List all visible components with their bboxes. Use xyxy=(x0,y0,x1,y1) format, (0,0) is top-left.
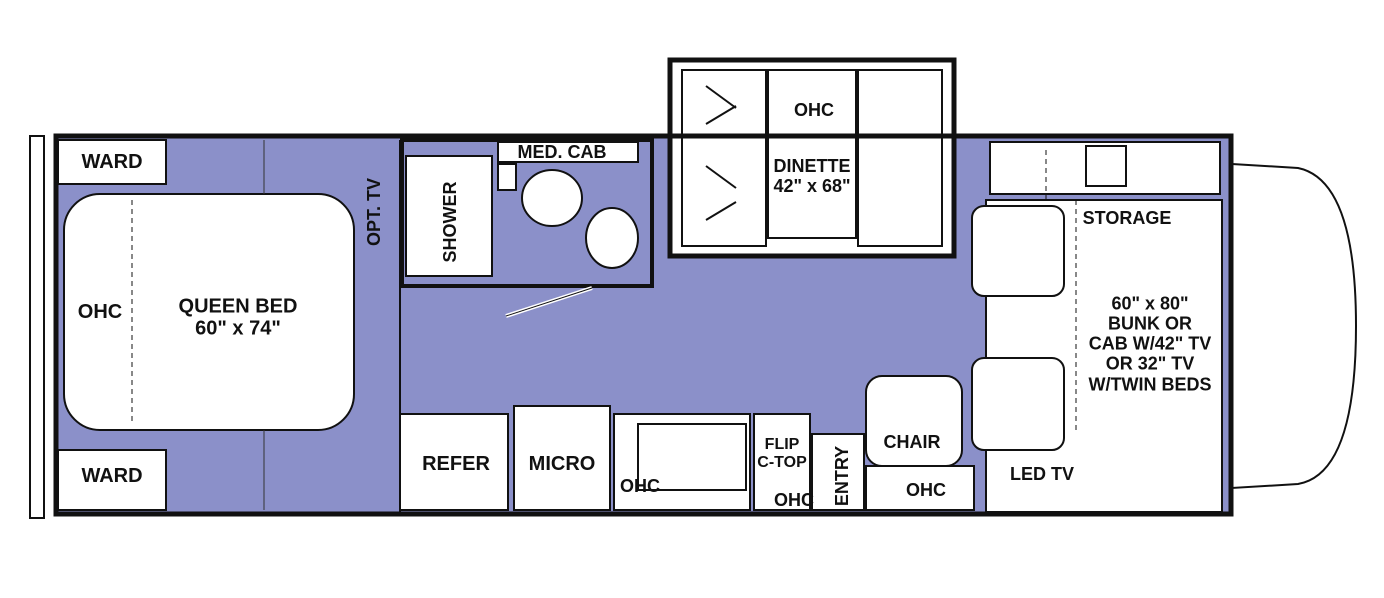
wardrobe-bottom-label: WARD xyxy=(81,464,143,487)
opt-tv-label: OPT. TV xyxy=(363,177,384,247)
swivel-chair xyxy=(865,375,963,467)
galley-ohc-label: OHC xyxy=(620,475,660,496)
range-microwave xyxy=(513,405,611,511)
toilet xyxy=(521,169,583,227)
flip-top-label: FLIP C-TOP xyxy=(757,436,807,471)
refrigerator xyxy=(399,413,509,511)
micro-label: MICRO xyxy=(528,452,596,475)
refer-label: REFER xyxy=(422,452,490,475)
flip-ohc-label: OHC xyxy=(774,489,814,510)
captain-seat-bottom xyxy=(971,357,1065,451)
shower-label: SHOWER xyxy=(439,181,460,263)
led-tv-label: LED TV xyxy=(1009,463,1075,484)
storage-label: STORAGE xyxy=(1082,207,1172,228)
dinette-table xyxy=(767,69,857,239)
wardrobe-top-label: WARD xyxy=(81,150,143,173)
bath-sink xyxy=(585,207,639,269)
captain-seat-top xyxy=(971,205,1065,297)
shower-stall xyxy=(405,155,493,277)
cooktop xyxy=(1085,145,1127,187)
bunk-label: 60" x 80" BUNK OR CAB W/42" TV OR 32" TV… xyxy=(1088,293,1212,395)
chair-ohc-label: OHC xyxy=(906,479,946,500)
queen-bed xyxy=(63,193,355,431)
med-cab-shelf xyxy=(497,141,639,163)
rear-wardrobes xyxy=(57,139,167,511)
exterior-wall xyxy=(53,133,1234,517)
entry-steps xyxy=(811,433,865,511)
entry-label: ENTRY xyxy=(831,445,852,507)
queen-bed-label: QUEEN BED 60" x 74" xyxy=(178,295,298,340)
rear-ohc-label: OHC xyxy=(77,300,123,323)
dinette-ohc-label: OHC xyxy=(794,99,834,120)
front-hood xyxy=(1231,162,1358,490)
rear-bumper xyxy=(29,135,45,519)
flip-countertop xyxy=(753,413,811,511)
chair-label: CHAIR xyxy=(883,431,941,452)
med-cab-label: MED. CAB xyxy=(517,141,607,162)
dinette-label: DINETTE 42" x 68" xyxy=(773,155,851,196)
